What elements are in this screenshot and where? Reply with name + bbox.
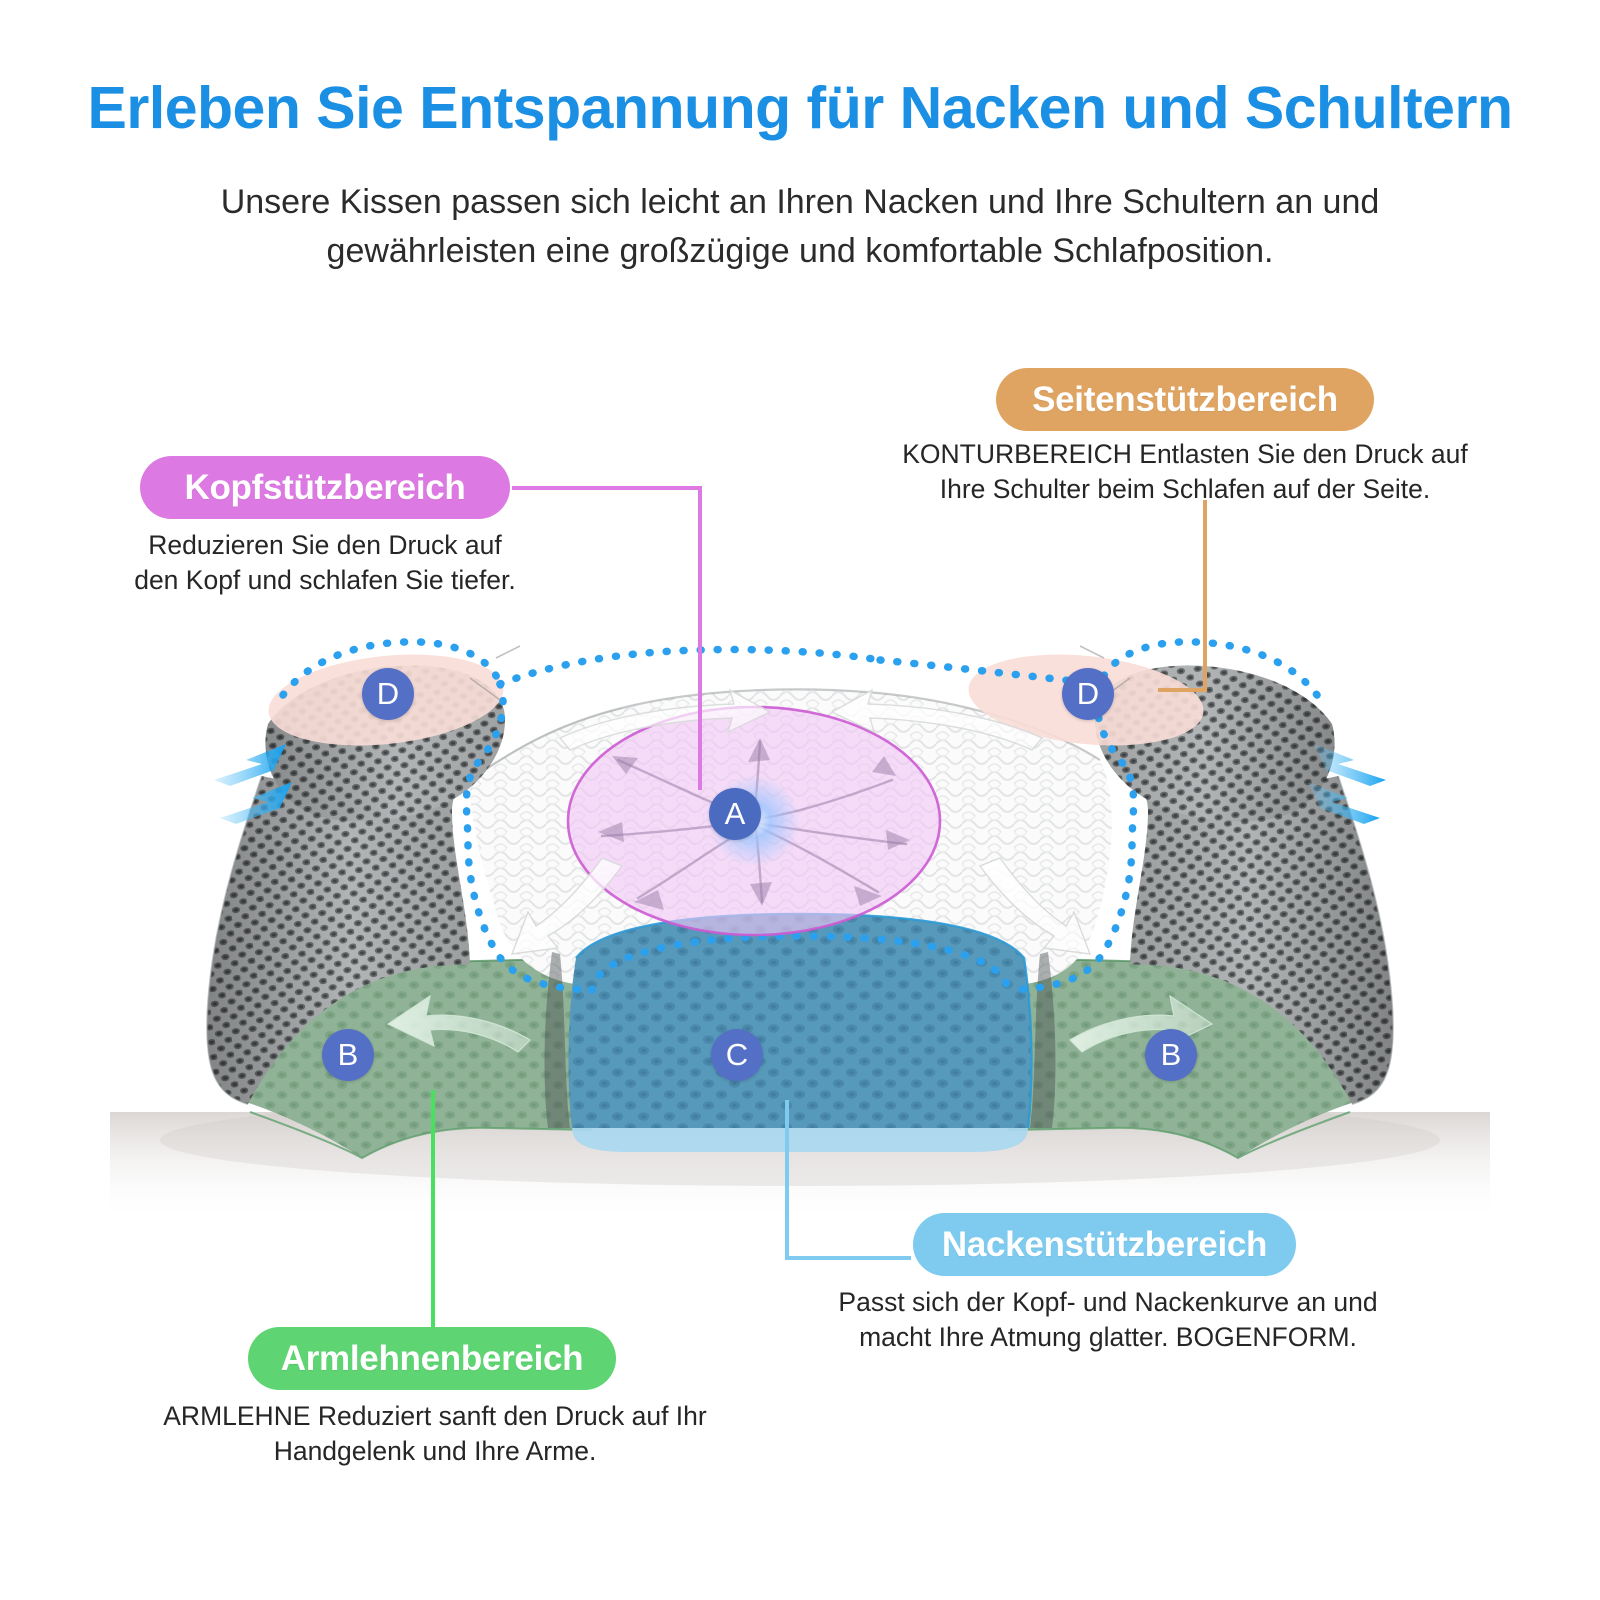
callout-desc-neck: Passt sich der Kopf- und Nackenkurve an …	[838, 1287, 1378, 1352]
region-badge-d-right[interactable]: D	[1062, 668, 1114, 720]
region-badge-c[interactable]: C	[711, 1029, 763, 1081]
region-top-surface	[469, 688, 1112, 986]
contour-dotted-outline	[279, 638, 1321, 994]
callout-label-head[interactable]: Kopfstützbereich	[140, 456, 510, 519]
callout-label-arm[interactable]: Armlehnenbereich	[248, 1327, 616, 1390]
region-badge-a[interactable]: A	[709, 788, 761, 840]
connector-side	[1158, 500, 1207, 692]
callout-desc-side: KONTURBEREICH Entlasten Sie den Druck au…	[902, 439, 1468, 504]
callout-desc-head: Reduzieren Sie den Druck auf den Kopf un…	[134, 530, 516, 595]
region-badge-d-left[interactable]: D	[362, 668, 414, 720]
region-neck-blue	[568, 912, 1033, 1152]
pressure-dispersion-arrows	[510, 688, 1092, 955]
airflow-arrows-right	[1308, 744, 1386, 824]
armrest-flow-arrows	[386, 994, 1214, 1053]
page-subtitle: Unsere Kissen passen sich leicht an Ihre…	[220, 183, 1380, 271]
region-badge-b-left[interactable]: B	[322, 1029, 374, 1081]
page-title: Erleben Sie Entspannung für Nacken und S…	[87, 75, 1514, 141]
airflow-arrows-left	[214, 744, 292, 824]
callout-label-side[interactable]: Seitenstützbereich	[996, 368, 1374, 431]
callout-label-neck[interactable]: Nackenstützbereich	[913, 1213, 1296, 1276]
bolster-right	[1092, 656, 1335, 822]
region-badge-b-right[interactable]: B	[1145, 1029, 1197, 1081]
connector-neck	[785, 1100, 911, 1260]
callout-desc-arm: ARMLEHNE Reduziert sanft den Druck auf I…	[163, 1401, 707, 1466]
